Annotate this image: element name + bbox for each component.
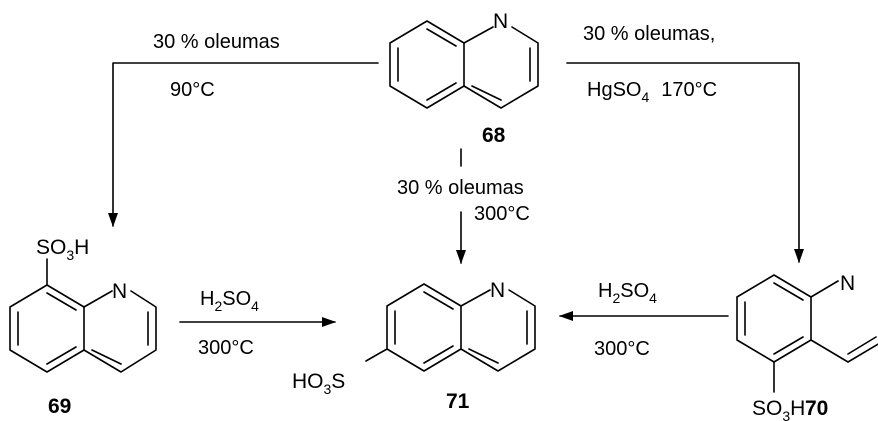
arrow-68-to-69 [108,62,379,227]
condition-from-69: 300°C [198,337,254,359]
condition-from-70: 300°C [594,338,650,360]
reagent-to-71: 30 % oleumas [397,177,524,199]
svg-text:SO3H: SO3H [36,236,89,263]
compound-69-substituent: SO3H [36,236,89,263]
compound-70-label: 70 [805,397,828,420]
arrow-68-to-70 [566,62,804,263]
svg-text:SO3H: SO3H [752,397,805,421]
reagent-to-70: 30 % oleumas, [583,23,715,45]
compound-70-structure: N [736,272,878,393]
compound-69-label: 69 [48,395,71,418]
compound-68-n-atom: N [493,10,508,33]
compound-71-label: 71 [446,390,470,413]
compound-68-structure: N [389,10,539,109]
compound-68-label: 68 [482,124,506,147]
compound-71-structure: N [365,279,536,372]
compound-70-substituent: SO3H [752,397,805,421]
compound-69-structure: N [9,258,157,373]
compound-71-substituent: HO3S [292,370,345,397]
reagent-from-70: H2SO4 [598,280,657,306]
compound-70-n-atom: N [840,272,855,295]
compound-69-n-atom: N [112,280,127,303]
compound-71-n-atom: N [490,279,505,302]
svg-text:HO3S: HO3S [292,370,345,397]
reagent-from-69: H2SO4 [200,288,259,314]
condition-to-69: 90°C [170,79,215,101]
condition-to-71: 300°C [474,203,530,225]
reagent-to-69: 30 % oleumas [153,31,280,53]
